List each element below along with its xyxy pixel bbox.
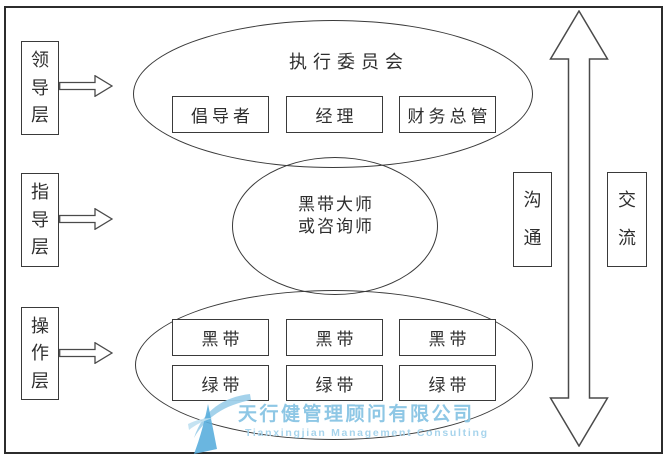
layer-box-operation: 操 作 层 — [21, 307, 59, 400]
finance-director-box: 财务总管 — [399, 96, 496, 133]
layer-char: 层 — [31, 105, 49, 126]
communication-box: 沟 通 — [513, 172, 552, 267]
layer-char: 导 — [31, 209, 49, 230]
champion-box: 倡导者 — [172, 96, 269, 133]
right-arrow-icon — [59, 208, 113, 230]
layer-char: 领 — [31, 49, 49, 70]
layer-char: 作 — [31, 343, 49, 363]
exchange-box: 交 流 — [607, 172, 647, 267]
label-char: 交 — [618, 190, 636, 211]
label-char: 通 — [523, 227, 542, 248]
layer-box-leadership: 领 导 层 — [21, 41, 59, 135]
layer-char: 指 — [31, 181, 49, 202]
layer-char: 操 — [31, 315, 49, 336]
green-belt-box: 绿带 — [399, 365, 496, 401]
manager-box: 经理 — [286, 96, 383, 133]
executive-committee-ellipse — [133, 20, 533, 168]
right-arrow-icon — [59, 342, 113, 364]
master-black-belt-line1: 黑带大师 — [298, 195, 374, 214]
label-char: 流 — [618, 227, 636, 248]
belts-ellipse — [135, 290, 533, 440]
layer-char: 导 — [31, 77, 49, 98]
layer-char: 层 — [31, 237, 49, 258]
green-belt-box: 绿带 — [286, 365, 383, 401]
right-arrow-icon — [59, 75, 113, 97]
master-black-belt-label: 黑带大师 或咨询师 — [262, 194, 408, 238]
label-char: 沟 — [523, 190, 542, 211]
master-black-belt-line2: 或咨询师 — [298, 217, 374, 236]
layer-box-guidance: 指 导 层 — [21, 173, 59, 267]
vertical-double-arrow-icon — [549, 10, 609, 447]
green-belt-box: 绿带 — [172, 365, 269, 401]
diagram-border — [4, 6, 663, 454]
layer-char: 层 — [31, 370, 49, 391]
black-belt-box: 黑带 — [172, 319, 269, 356]
black-belt-box: 黑带 — [399, 319, 496, 356]
black-belt-box: 黑带 — [286, 319, 383, 356]
executive-committee-title: 执行委员会 — [289, 52, 409, 72]
